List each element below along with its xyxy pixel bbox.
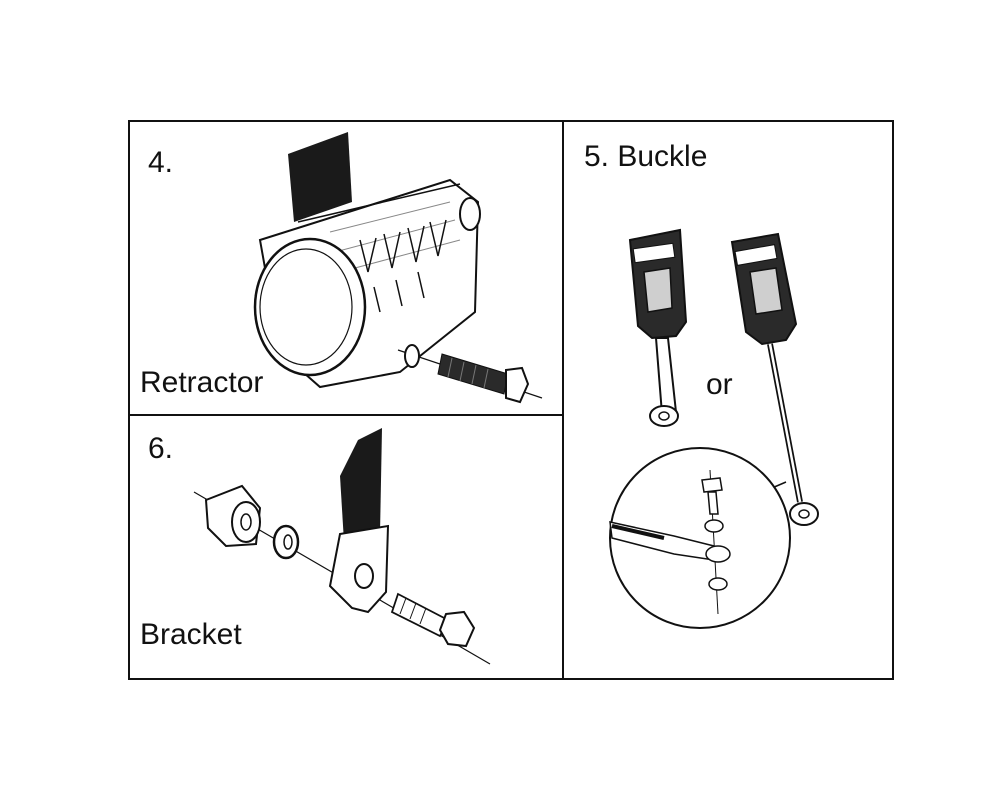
retractor-illustration bbox=[253, 132, 543, 404]
step-number: 6. bbox=[148, 432, 174, 465]
magnifier-detail bbox=[609, 447, 791, 629]
retractor-caption: Retractor bbox=[140, 366, 264, 399]
bolt bbox=[390, 592, 476, 648]
panel-bracket: 6. Bracket bbox=[130, 416, 564, 678]
bracket-caption: Bracket bbox=[140, 618, 242, 651]
buckle-title: 5. Buckle bbox=[584, 140, 708, 173]
panel-retractor: 4. Retractor bbox=[130, 122, 564, 416]
panel-buckle: 5. Buckle or bbox=[564, 122, 892, 678]
washer bbox=[404, 344, 420, 368]
webbing-strap bbox=[340, 428, 382, 542]
buckle-cable bbox=[730, 232, 819, 526]
spacer bbox=[204, 484, 262, 548]
instruction-diagram: 4. Retractor bbox=[128, 120, 894, 680]
webbing-strap bbox=[288, 132, 352, 222]
buckle-illustration bbox=[609, 228, 819, 629]
retractor-end-cap bbox=[253, 237, 367, 377]
bolt bbox=[437, 353, 530, 404]
step-number: 4. bbox=[148, 146, 174, 179]
bracket-illustration bbox=[193, 428, 491, 665]
buckle-flat-strap bbox=[628, 228, 688, 427]
or-label: or bbox=[706, 368, 733, 401]
